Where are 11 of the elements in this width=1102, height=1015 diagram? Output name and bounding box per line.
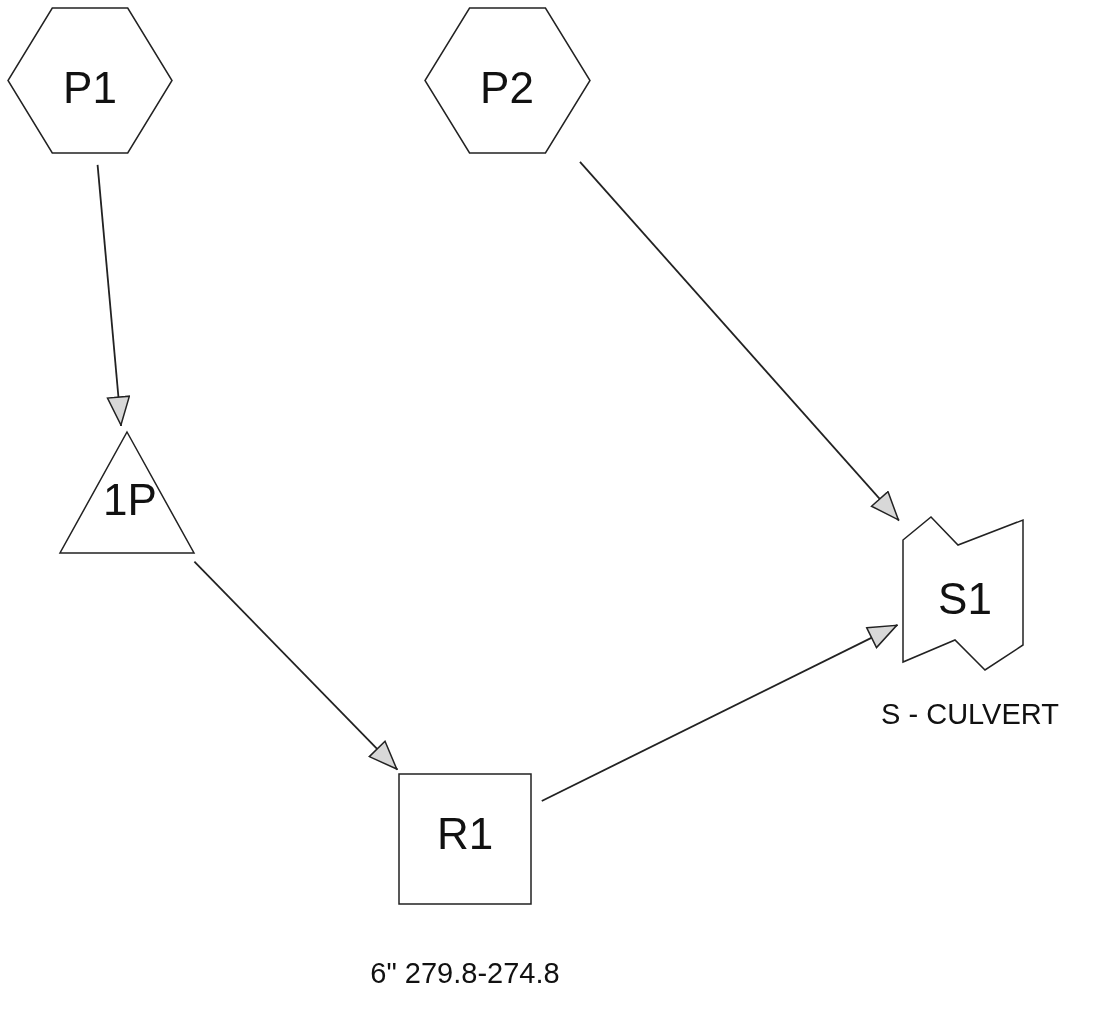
node-label: S1 [938,574,992,624]
arrow [193,560,399,771]
node-caption: 6" 279.8-274.8 [370,956,560,990]
node-label: 1P [103,475,157,525]
arrow [540,623,899,802]
arrow [96,164,131,427]
node-label: P2 [480,63,534,113]
node-label: R1 [436,809,494,859]
arrow [579,161,900,522]
node-caption: S - CULVERT [881,697,1059,731]
node-label: P1 [63,63,117,113]
